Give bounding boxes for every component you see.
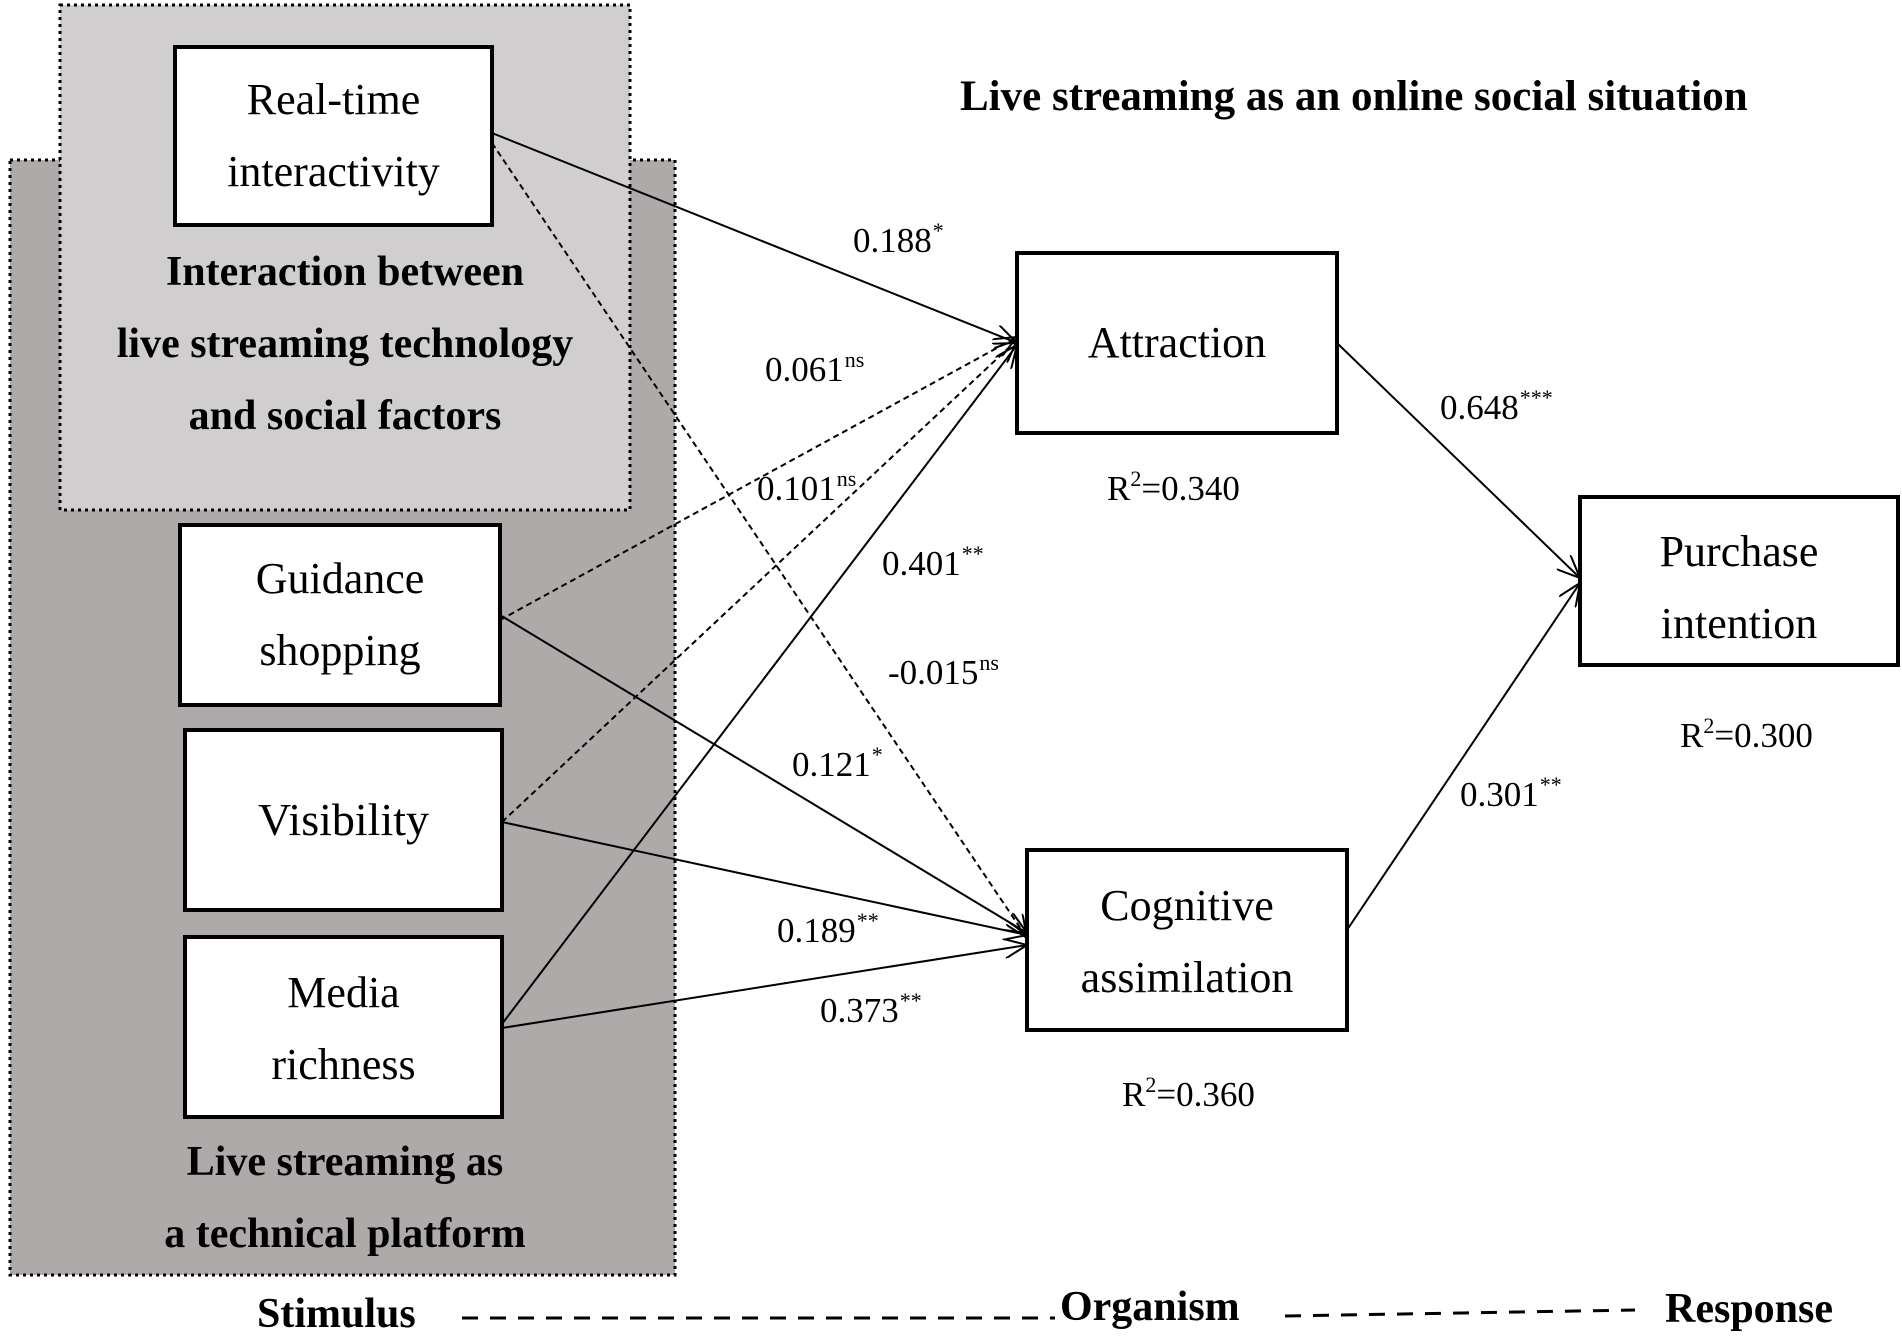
node-box-attraction: [1015, 251, 1339, 435]
path-line-visibility-cognitive: [501, 821, 1027, 935]
path-line-media-attraction: [501, 345, 1017, 1025]
node-box-guidance: [178, 523, 502, 707]
node-label-line: intention: [1660, 599, 1818, 648]
coef-significance: ns: [836, 466, 857, 491]
coef-visibility-attraction: 0.101ns: [757, 466, 856, 509]
coef-significance: **: [961, 541, 984, 566]
node-realtime-interactivity: Real-time interactivity: [175, 64, 492, 208]
node-label-line: Cognitive: [1100, 881, 1274, 930]
coef-significance: *: [932, 218, 944, 243]
node-box-realtime: [173, 45, 494, 227]
r-squared-purchase: R2=0.300: [1680, 713, 1813, 756]
coef-media-cognitive: 0.373**: [820, 988, 922, 1031]
node-guidance-shopping: Guidance shopping: [180, 543, 500, 687]
panel-title-line: live streaming technology: [116, 321, 574, 367]
r-squared-exponent: 2: [1130, 466, 1142, 491]
r-squared-attraction: R2=0.340: [1107, 466, 1240, 509]
path-line-guidance-attraction: [499, 337, 1017, 621]
coef-value: 0.301: [1460, 775, 1539, 814]
r-squared-symbol: R: [1122, 1075, 1146, 1114]
coef-visibility-cognitive: 0.189**: [777, 908, 879, 951]
node-box-visibility: [183, 728, 504, 912]
node-attraction: Attraction: [1017, 307, 1337, 379]
panel-title-interaction: Interaction between live streaming techn…: [60, 236, 630, 452]
panel-title-platform: Live streaming as a technical platform: [60, 1126, 630, 1270]
coef-attraction-purchase: 0.648***: [1440, 385, 1553, 428]
coef-significance: ns: [844, 347, 865, 372]
coef-value: 0.373: [820, 991, 899, 1030]
node-label-line: Attraction: [1087, 318, 1267, 367]
coef-guidance-attraction: 0.061ns: [765, 347, 864, 390]
r-squared-exponent: 2: [1145, 1072, 1157, 1097]
panel-title-line: and social factors: [188, 393, 502, 439]
r-squared-symbol: R: [1680, 716, 1704, 755]
coef-realtime-cognitive: -0.015ns: [888, 650, 999, 693]
node-label-line: Real-time: [246, 75, 421, 124]
path-line-attraction-purchase: [1336, 342, 1580, 578]
coef-significance: *: [871, 742, 883, 767]
r-squared-symbol: R: [1107, 469, 1131, 508]
coef-value: 0.189: [777, 911, 856, 950]
node-box-media: [183, 935, 504, 1119]
node-label-line: assimilation: [1080, 953, 1294, 1002]
path-line-media-cognitive: [501, 945, 1027, 1029]
node-box-purchase: [1578, 495, 1900, 667]
sor-connector-organism-response: [1284, 1308, 1636, 1318]
node-label-line: Purchase: [1659, 527, 1819, 576]
coef-significance: **: [899, 988, 922, 1013]
path-lines: [491, 132, 1580, 1029]
panel-title-line: Interaction between: [165, 249, 525, 295]
node-purchase-intention: Purchase intention: [1580, 516, 1898, 660]
coef-value: 0.061: [765, 350, 844, 389]
node-label-line: interactivity: [227, 147, 440, 196]
coef-significance: **: [1539, 772, 1562, 797]
node-label-line: richness: [271, 1040, 416, 1089]
coef-cognitive-purchase: 0.301**: [1460, 772, 1562, 815]
coef-value: 0.188: [853, 221, 932, 260]
coef-value: -0.015: [888, 653, 979, 692]
node-label-line: Guidance: [255, 554, 425, 603]
node-boxes: [173, 45, 1900, 1119]
panel-title-line: a technical platform: [164, 1211, 526, 1257]
r-squared-value: =0.300: [1714, 716, 1813, 755]
coef-value: 0.121: [792, 745, 871, 784]
coef-guidance-cognitive: 0.121*: [792, 742, 883, 785]
node-label-line: Visibility: [257, 794, 430, 845]
r-squared-exponent: 2: [1703, 713, 1715, 738]
path-line-guidance-cognitive: [499, 614, 1027, 933]
coef-value: 0.101: [757, 469, 836, 508]
node-label-line: Media: [287, 968, 400, 1017]
sor-stimulus: Stimulus: [257, 1291, 416, 1337]
coef-significance: ***: [1519, 385, 1553, 410]
node-cognitive-assimilation: Cognitive assimilation: [1027, 870, 1347, 1014]
r-squared-value: =0.340: [1141, 469, 1240, 508]
sor-organism: Organism: [1060, 1284, 1240, 1330]
coef-value: 0.401: [882, 544, 961, 583]
node-box-cognitive: [1025, 848, 1349, 1032]
path-line-realtime-attraction: [491, 132, 1017, 343]
path-line-visibility-attraction: [501, 340, 1017, 823]
coef-significance: ns: [979, 650, 999, 675]
sor-response: Response: [1665, 1286, 1834, 1332]
panel-title-line: Live streaming as: [186, 1139, 504, 1185]
diagram-title: Live streaming as an online social situa…: [960, 73, 1748, 120]
coef-media-attraction: 0.401**: [882, 541, 984, 584]
coef-realtime-attraction: 0.188*: [853, 218, 944, 261]
coef-value: 0.648: [1440, 388, 1519, 427]
r-squared-value: =0.360: [1156, 1075, 1255, 1114]
node-media-richness: Media richness: [185, 957, 502, 1101]
r-squared-cognitive: R2=0.360: [1122, 1072, 1255, 1115]
path-line-cognitive-purchase: [1346, 583, 1580, 931]
node-label-line: shopping: [259, 626, 421, 675]
node-visibility: Visibility: [185, 784, 502, 856]
coef-significance: **: [856, 908, 879, 933]
